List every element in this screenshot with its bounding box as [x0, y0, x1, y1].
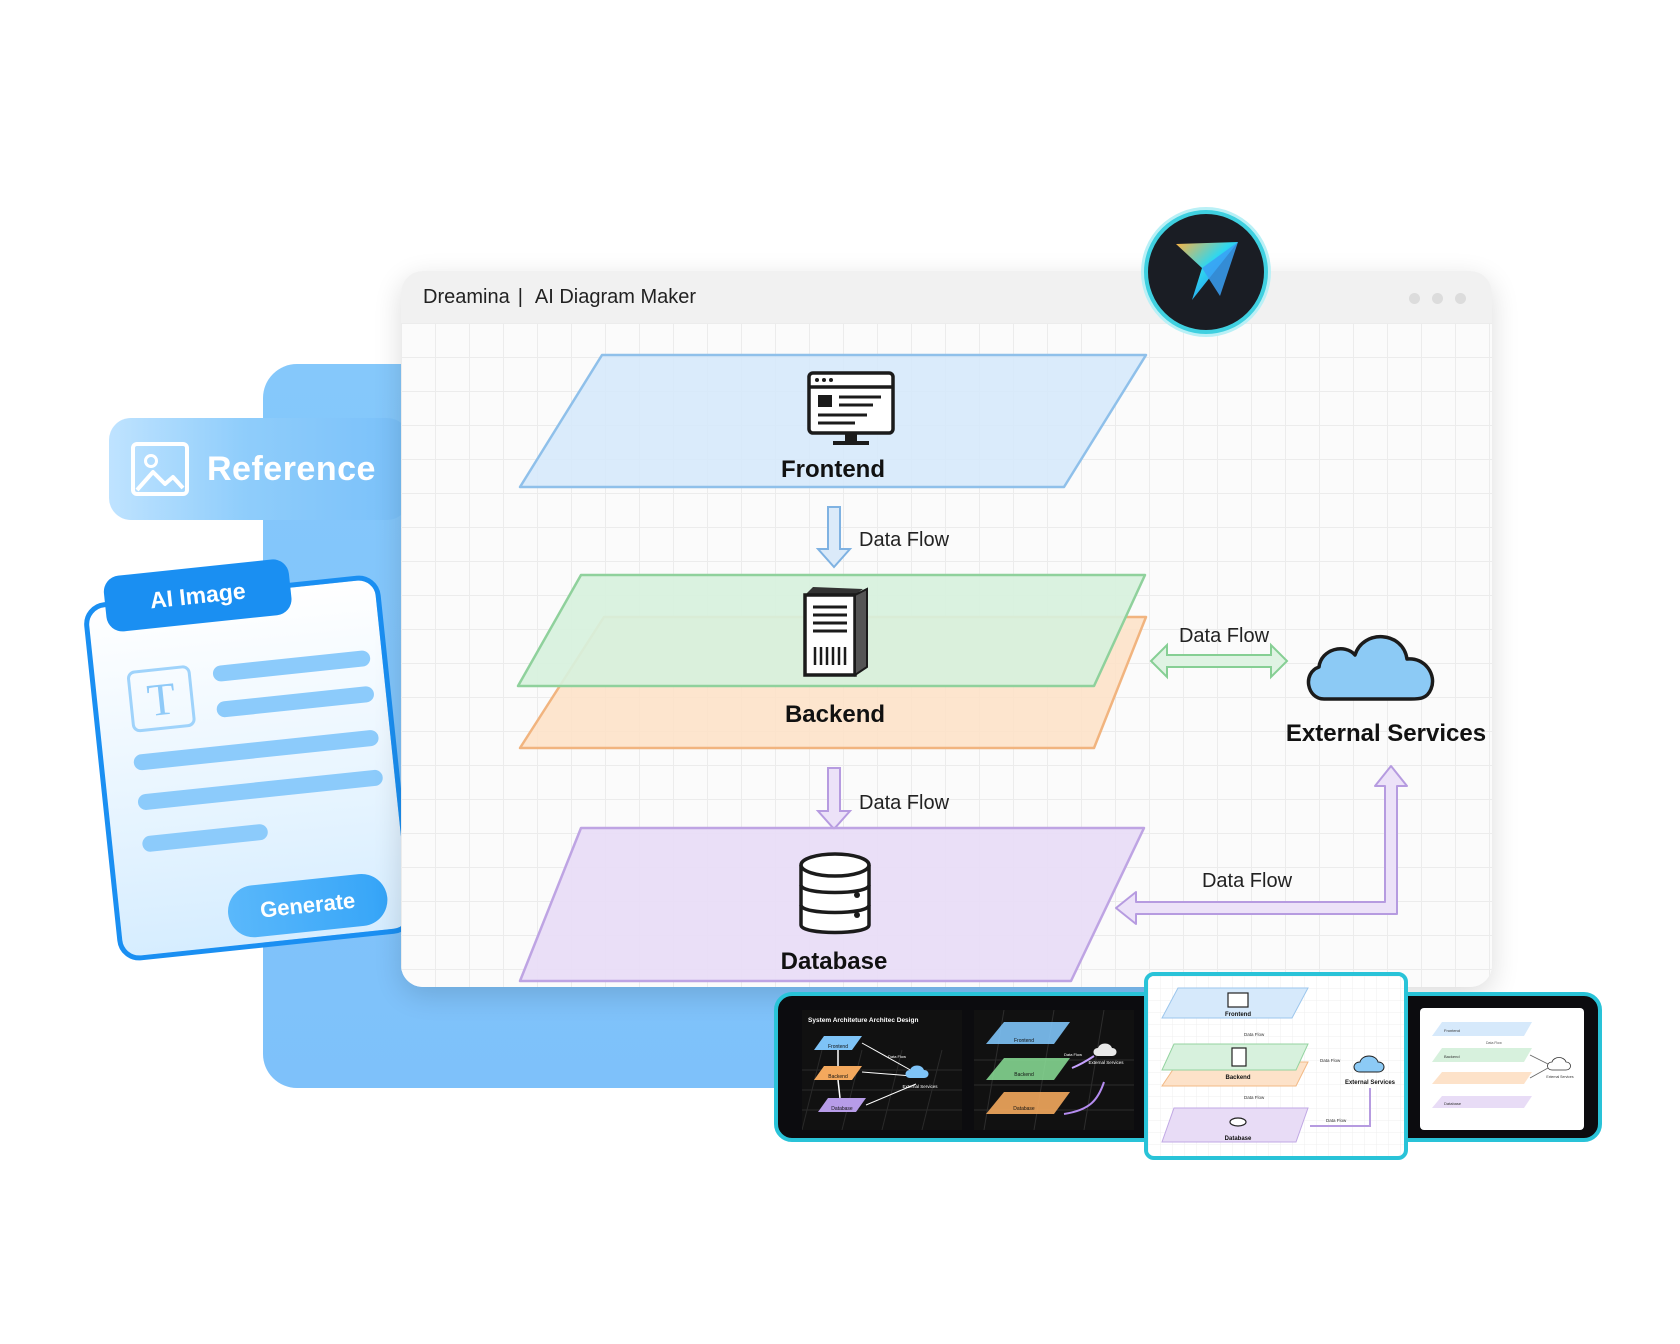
thumb-frontend-label: Frontend	[1014, 1038, 1034, 1044]
prompt-line	[141, 823, 269, 853]
thumb-frontend-layer	[986, 1022, 1070, 1044]
thumb-database-label: Database	[1225, 1136, 1252, 1142]
monitor-icon	[807, 371, 895, 445]
thumb-backend-layer	[1432, 1048, 1532, 1062]
thumb-cloud-icon	[905, 1065, 929, 1078]
thumb-flow-label: Data Flow	[888, 1054, 906, 1059]
thumbnail-dark-1[interactable]: System Architeture Architec Design Front…	[801, 1010, 962, 1131]
thumb-cloud-icon	[1547, 1057, 1571, 1071]
image-icon	[131, 442, 189, 496]
ai-image-card: AI Image T Generate	[82, 557, 416, 963]
thumb-database-label: Database	[831, 1106, 853, 1112]
server-icon	[803, 587, 868, 677]
window-titlebar: Dreamina | AI Diagram Maker	[401, 271, 1492, 323]
thumb-database-icon	[1229, 1117, 1247, 1127]
thumb-cloud-icon	[1093, 1043, 1117, 1056]
thumb-external-label: External Services	[1345, 1080, 1396, 1086]
flow-label-1: Data Flow	[859, 529, 950, 551]
architecture-diagram: Frontend Data Flow Backend	[516, 353, 1486, 983]
window-dot[interactable]	[1409, 293, 1420, 304]
text-icon: T	[126, 664, 197, 733]
thumb-backend-label: Backend	[1225, 1075, 1250, 1081]
thumb-frontend-layer	[1432, 1022, 1532, 1036]
thumb-database-label: Database	[1444, 1101, 1462, 1106]
thumb-backend-label: Backend	[1014, 1072, 1034, 1078]
thumbnail-dark-2[interactable]: Frontend Backend Database Data Flow Exte…	[974, 1009, 1134, 1131]
prompt-line	[137, 769, 384, 811]
thumb-backend-under	[1432, 1072, 1532, 1084]
window-dot[interactable]	[1455, 293, 1466, 304]
frontend-label: Frontend	[781, 456, 885, 483]
thumb-database-layer	[818, 1098, 866, 1112]
flow-label-2: Data Flow	[1179, 625, 1270, 647]
backend-label: Backend	[785, 701, 885, 728]
window-title-separator: |	[517, 285, 523, 308]
thumb-external-label: External Services	[902, 1084, 938, 1089]
flow-arrow-elbow	[1115, 765, 1408, 925]
flow-arrow-down	[815, 506, 853, 569]
thumb-frontend-label: Frontend	[1225, 1012, 1251, 1018]
reference-label: Reference	[207, 449, 376, 488]
window-title-app: AI Diagram Maker	[534, 285, 697, 308]
thumbnail-white[interactable]: Frontend Backend Database Data Flow Exte…	[1420, 1008, 1584, 1130]
generate-button[interactable]: Generate	[225, 871, 390, 940]
thumb-external-label: External Services	[1088, 1060, 1124, 1065]
window-controls[interactable]	[1409, 293, 1466, 304]
thumb-database-layer	[986, 1092, 1070, 1114]
prompt-line	[133, 729, 380, 771]
database-icon	[799, 852, 871, 935]
flow-label-3: Data Flow	[859, 792, 950, 814]
prompt-line	[212, 649, 371, 683]
window-dot[interactable]	[1432, 293, 1443, 304]
thumb-backend-layer	[986, 1058, 1070, 1080]
thumb-monitor-icon	[1227, 992, 1249, 1008]
thumb-flow-label: Data Flow	[1064, 1052, 1082, 1057]
thumb-frontend-label: Frontend	[1444, 1028, 1460, 1033]
cloud-icon	[1306, 635, 1435, 701]
thumb-flow-label-2: Data Flow	[1320, 1058, 1341, 1063]
reference-button[interactable]: Reference	[109, 418, 409, 520]
thumb-database-layer	[1432, 1096, 1532, 1108]
thumb-flow-label: Data Flow	[1486, 1041, 1502, 1045]
thumb-flow-label-3: Data Flow	[1244, 1095, 1265, 1100]
flow-arrow-down	[815, 767, 853, 831]
external-services-label: External Services	[1286, 720, 1486, 747]
thumb-backend-label: Backend	[1444, 1054, 1460, 1059]
thumb-cloud-icon	[1353, 1055, 1385, 1073]
thumb-database-label: Database	[1013, 1106, 1035, 1112]
thumb-backend-layer	[814, 1066, 862, 1080]
thumb-frontend-layer	[814, 1036, 862, 1050]
thumb-server-icon	[1231, 1047, 1247, 1067]
flow-arrow-bidirectional	[1149, 642, 1289, 680]
thumb-flow-label-1: Data Flow	[1244, 1032, 1265, 1037]
window-title-brand: Dreamina	[423, 285, 510, 308]
database-label: Database	[781, 948, 888, 975]
thumb-flow-label-4: Data Flow	[1326, 1118, 1347, 1123]
dreamina-logo	[1144, 210, 1268, 334]
thumb-external-label: External Services	[1546, 1075, 1573, 1079]
thumb-title: System Architeture Architec Design	[808, 1017, 918, 1024]
thumb-frontend-label: Frontend	[828, 1044, 848, 1050]
prompt-line	[215, 685, 375, 719]
thumbnail-selected[interactable]: Frontend Data Flow Backend Data Flow Ext…	[1144, 972, 1408, 1160]
ai-image-tab[interactable]: AI Image	[102, 557, 294, 633]
flow-label-4: Data Flow	[1202, 870, 1293, 892]
thumb-backend-label: Backend	[828, 1074, 848, 1080]
diagram-window: Dreamina | AI Diagram Maker Frontend	[401, 271, 1492, 987]
